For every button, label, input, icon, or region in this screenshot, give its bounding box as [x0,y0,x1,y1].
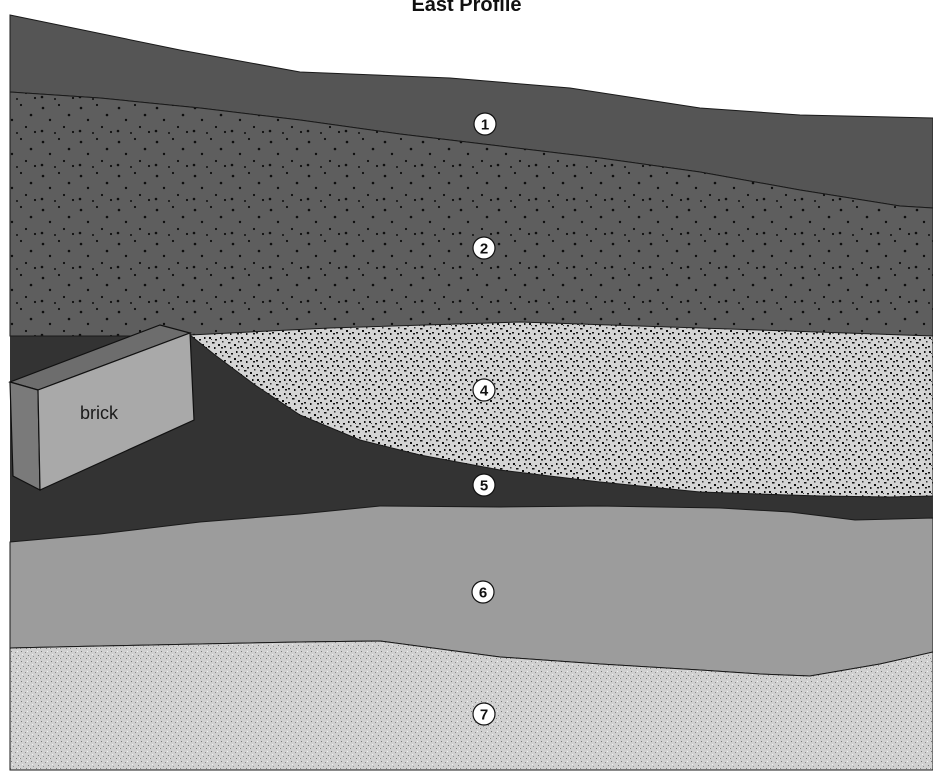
layer-label-5-text: 5 [480,478,488,495]
layer-label-4-text: 4 [480,383,489,400]
brick-side-face [10,382,40,490]
layer-label-2-text: 2 [480,241,488,258]
layer-label-1: 1 [474,113,496,135]
layer-label-6-text: 6 [479,585,487,602]
layer-label-4: 4 [473,379,495,401]
layer-label-7-text: 7 [480,707,488,724]
brick-label: brick [80,403,119,423]
layer-label-6: 6 [472,581,494,603]
layer-label-5: 5 [473,474,495,496]
layer-label-7: 7 [473,703,495,725]
layer-label-1-text: 1 [481,117,489,134]
layer-label-2: 2 [473,237,495,259]
